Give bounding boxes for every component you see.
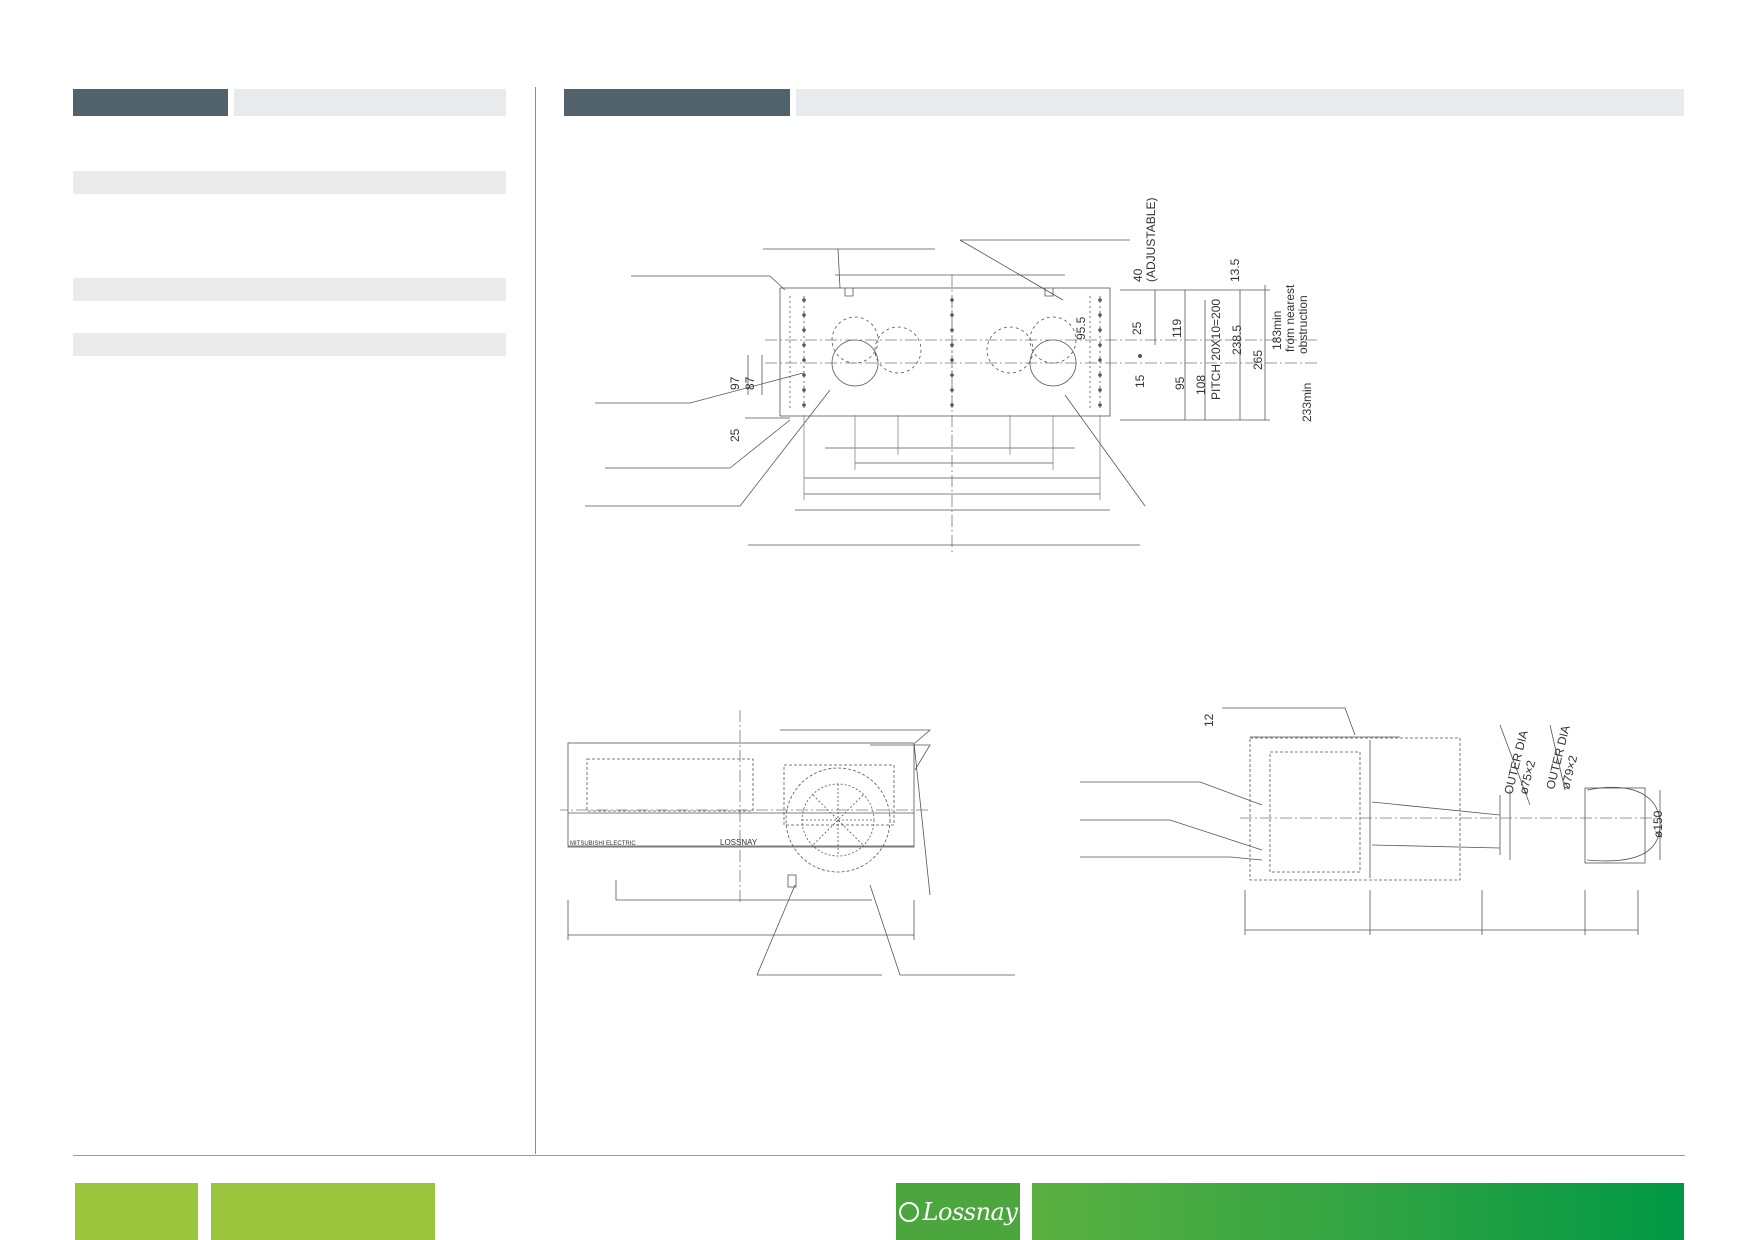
footer-block-2 [211, 1183, 435, 1240]
right-header-tab [564, 89, 790, 116]
lossnay-logo-icon [898, 1201, 919, 1222]
dim-from-nearest: from nearest [1283, 284, 1297, 352]
dim-108: 108 [1194, 375, 1208, 395]
column-divider [535, 87, 536, 1154]
dim-25-right: 25 [1130, 321, 1144, 335]
phi150: ø150 [1651, 810, 1665, 838]
dim-25-left: 25 [728, 428, 742, 442]
footer-rule [73, 1155, 1685, 1156]
footer-block-1 [75, 1183, 198, 1240]
left-row-2 [73, 278, 506, 301]
dim-15: 15 [1133, 374, 1147, 388]
lossnay-logo-text: Lossnay [922, 1197, 1018, 1226]
dim-95: 95 [1173, 376, 1187, 390]
dim-265: 265 [1251, 350, 1265, 370]
brand-left: MITSUBISHI ELECTRIC [570, 841, 636, 847]
dim-233min: 233min [1300, 383, 1314, 422]
side-view-drawing: 12 OUTER DIA ø75×2 OUTER DIA ø79×2 ø150 [1080, 707, 1665, 935]
dim-183min: 183min [1270, 311, 1284, 350]
dim-119: 119 [1170, 319, 1184, 338]
front-view-drawing: MITSUBISHI ELECTRIC LOSSNAY [560, 710, 1015, 976]
top-view-drawing: 40 (ADJUSTABLE) 13.5 95.5 25 119 PITCH 2… [585, 198, 1320, 555]
dim-obstruction: obstruction [1296, 295, 1310, 354]
left-header-bar [234, 89, 506, 116]
dim-adjustable: (ADJUSTABLE) [1144, 198, 1158, 282]
dim-40: 40 [1131, 268, 1145, 282]
dim-238-5: 238.5 [1230, 325, 1244, 355]
dim-13-5: 13.5 [1228, 258, 1242, 282]
lossnay-logo: Lossnay [896, 1183, 1020, 1240]
left-row-1 [73, 171, 506, 194]
dim-97: 97 [728, 376, 742, 390]
right-header-bar [796, 89, 1684, 116]
dim-pitch: PITCH 20X10=200 [1209, 299, 1223, 400]
footer-gradient-bar [1032, 1183, 1684, 1240]
dim-12: 12 [1202, 713, 1216, 727]
left-row-3 [73, 333, 506, 356]
brand-right: LOSSNAY [720, 838, 758, 847]
dim-87: 87 [743, 376, 757, 390]
left-header-tab [73, 89, 228, 116]
dim-95-5: 95.5 [1074, 316, 1088, 340]
